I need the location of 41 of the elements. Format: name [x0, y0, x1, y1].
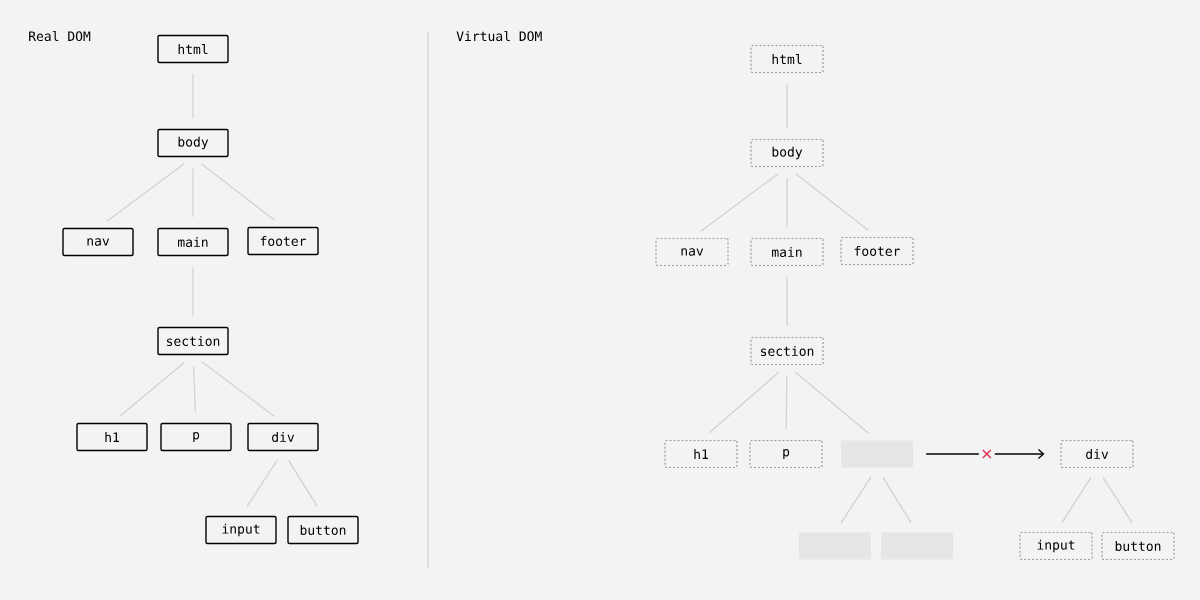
connector-line: [785, 375, 788, 430]
connector-line: [708, 371, 780, 434]
section-heading: Virtual DOM: [456, 30, 542, 42]
connector-line: [1061, 476, 1092, 524]
element-box: main: [157, 227, 229, 257]
connector-line: [192, 365, 197, 413]
element-box: body: [157, 128, 229, 158]
connector-line: [882, 476, 912, 524]
connector-line: [106, 163, 185, 222]
element-box: div: [1060, 439, 1134, 469]
connector-line: [246, 459, 278, 508]
element-box: nav: [62, 227, 134, 257]
connector-line: [1102, 476, 1133, 524]
connector-line: [201, 163, 275, 221]
element-box: p: [749, 439, 823, 469]
element-box: div: [247, 422, 319, 452]
element-box: button: [287, 515, 359, 545]
connector-line: [119, 361, 186, 417]
element-box: html: [750, 44, 824, 74]
element-box: footer: [247, 226, 319, 256]
arrow: [925, 448, 1045, 460]
element-box: html: [157, 34, 229, 64]
connector-line: [840, 476, 872, 524]
element-box: input: [205, 515, 277, 545]
element-box: nav: [655, 237, 729, 267]
element-box: p: [160, 422, 232, 452]
element-box: section: [157, 326, 229, 356]
element-box: button: [1101, 531, 1175, 561]
element-box: h1: [664, 439, 738, 469]
element-box: input: [1019, 531, 1093, 561]
element-box: body: [750, 138, 824, 168]
connector-line: [794, 371, 870, 434]
connector-line: [700, 173, 779, 232]
element-box: section: [750, 336, 824, 366]
section-heading: Real DOM: [29, 30, 91, 42]
element-box: main: [750, 237, 824, 267]
connector-line: [288, 459, 318, 508]
element-box: h1: [76, 422, 148, 452]
element-box: footer: [840, 236, 914, 266]
connector-line: [201, 361, 275, 417]
connector-line: [795, 173, 869, 231]
